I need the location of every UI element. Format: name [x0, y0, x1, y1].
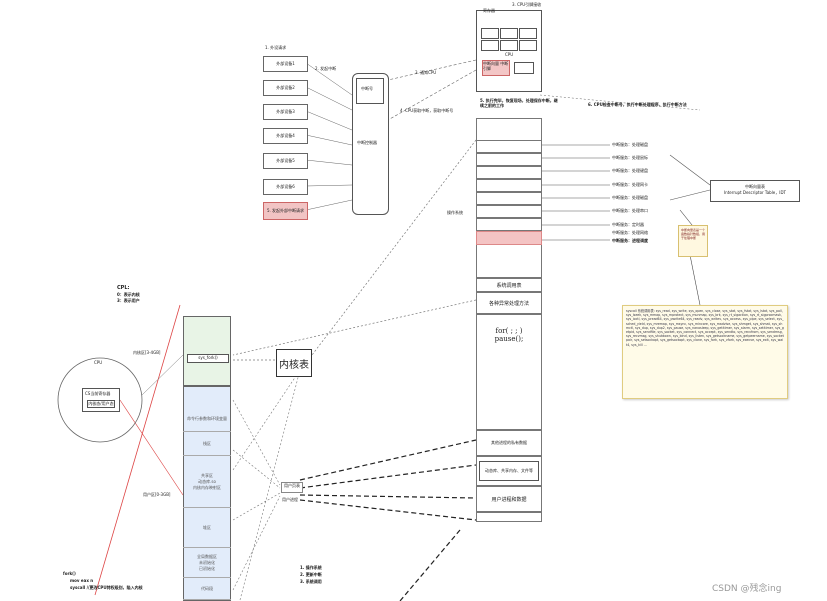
shared-label: 动态库、共享内存、文件等: [485, 468, 533, 473]
cpu-label: CPU: [505, 52, 514, 57]
step4-label: 4. CPU获取中断，获取中断号: [400, 108, 454, 113]
entry-6: 中断服务：处理串口: [612, 208, 648, 213]
entry-3: 中断服务：处理键盘: [612, 168, 648, 173]
os-row-6: [476, 205, 542, 218]
user-space: [183, 386, 231, 601]
step3-label: 3. 通知CPU: [415, 70, 437, 75]
entry-1: 中断服务：处理磁盘: [612, 142, 648, 147]
code-line-2: mov eax n: [70, 578, 94, 583]
device-5: 外部设备5: [263, 153, 308, 169]
kernel-table-box: 内核表: [276, 349, 312, 377]
kernel-data-label: 其他进程的私有数据: [491, 440, 527, 445]
cpu-box: [476, 10, 542, 92]
mem-global: 全局数据区 未初始化 已初始化: [183, 548, 231, 578]
os-row-1: [476, 140, 542, 153]
idt-title: 中断向量表: [745, 184, 765, 189]
cpu-pin: [514, 62, 534, 74]
os-row-8-red: [476, 231, 542, 245]
table-label: 操作系统: [447, 210, 463, 215]
user-table-box: 用户页表: [281, 482, 303, 493]
code-line-1: fork(): [63, 571, 76, 576]
idt-text: Interrupt Descriptor Table，IDT: [724, 190, 786, 195]
controller-top-label: 中断号: [361, 86, 373, 91]
syscall-table-label: 系统调用表: [496, 282, 522, 289]
circle-inner-1: CS当前寄存器: [85, 391, 111, 396]
bottom-step-c: 3. 系统调用: [300, 579, 322, 584]
register-5: [500, 40, 518, 51]
registers-label: 寄存器: [483, 8, 495, 13]
bottom-step-a: 1. 操作系统: [300, 565, 322, 570]
step6-note: 6. CPU检查中断号，执行中断处理程序，执行中断方法: [588, 102, 687, 107]
bottom-step-b: 2. 更新中断: [300, 572, 322, 577]
entry-7: 中断服务：定时器: [612, 222, 644, 227]
device-2: 外部设备2: [263, 80, 308, 96]
register-6: [519, 40, 537, 51]
entry-4: 中断服务：处理网卡: [612, 182, 648, 187]
mem-stack: 栈区: [183, 432, 231, 456]
mem-env: 命令行参数和环境变量: [183, 406, 231, 432]
interrupt-pin-label: 3. CPU引脚接收: [512, 2, 542, 7]
cpl-zero: 0：表示内核: [117, 292, 140, 297]
os-row-7: [476, 218, 542, 231]
register-1: [481, 28, 499, 39]
entry-5: 中断服务：处理磁盘: [612, 195, 648, 200]
controller-top-box: [356, 78, 384, 104]
entry-2: 中断服务：处理鼠标: [612, 155, 648, 160]
os-row-5: [476, 192, 542, 205]
user-data-label: 用户进程和数据: [491, 496, 527, 503]
os-row-4: [476, 179, 542, 192]
circle-inner-2: 内核态/用户态: [87, 400, 115, 408]
register-3: [519, 28, 537, 39]
kernel-data-seg: 其他进程的私有数据: [476, 430, 542, 456]
register-2: [500, 28, 518, 39]
cpl-three: 3：表示用户: [117, 298, 140, 303]
kernel-space-label: 内核区[3-4GB]: [133, 350, 161, 355]
kernel-space: [183, 316, 231, 386]
loop-seg: for( ; ; ) pause();: [476, 314, 542, 430]
sys-fork-box: sys_fork(): [187, 354, 229, 363]
sticky-note-text: 中断向量表是一个函数指针数组，用于处理中断: [681, 228, 706, 240]
entry-9: 中断服务：进程调度: [612, 238, 648, 243]
os-row-3: [476, 166, 542, 179]
exception-label: 各种异常处理方法: [488, 300, 529, 307]
register-4: [481, 40, 499, 51]
entry-8: 中断服务：处理网络: [612, 230, 648, 235]
step5-note: 5. 执行完毕，恢复现场，处理保存中断，继续之前的工作: [480, 98, 558, 108]
sticky-note: 中断向量表是一个函数指针数组，用于处理中断: [678, 225, 708, 257]
cpu-interrupt-vector: 中断向量 中断引脚: [482, 60, 510, 76]
mem-code: 代码段: [183, 578, 231, 600]
step2-label: 2. 发起中断: [315, 66, 337, 71]
code-note-text: syscall 系统调用表: sys_read, sys_write, sys_…: [626, 309, 784, 347]
os-bottom-seg: [476, 512, 542, 522]
user-proc-label: 用户进程: [282, 497, 298, 502]
watermark: CSDN @残念ing: [712, 584, 782, 594]
device-3: 外部设备3: [263, 104, 308, 120]
circle-cpu-label: CPU: [94, 360, 103, 365]
device-1: 外部设备1: [263, 56, 308, 72]
user-space-label: 用户区[0-3GB]: [143, 492, 171, 497]
code-note: syscall 系统调用表: sys_read, sys_write, sys_…: [622, 305, 788, 399]
red-device: 5. 发起外部中断请求: [263, 202, 308, 220]
idt-note: 中断向量表 Interrupt Descriptor Table，IDT: [710, 180, 800, 202]
device-6: 外部设备6: [263, 179, 308, 195]
step1-label: 1. 外设请求: [265, 45, 287, 50]
exception-seg: 各种异常处理方法: [476, 292, 542, 314]
mem-heap: 堆区: [183, 508, 231, 548]
shared-inner: [479, 461, 539, 481]
cpl-title: CPL:: [117, 285, 130, 291]
device-4: 外部设备4: [263, 128, 308, 144]
os-row-2: [476, 153, 542, 166]
loop-label: for( ; ; ) pause();: [494, 327, 524, 343]
user-data-seg: 用户进程和数据: [476, 486, 542, 512]
mem-shared: 共享区 动态库.so 内核内存映射区: [183, 456, 231, 508]
syscall-table-seg: 系统调用表: [476, 278, 542, 292]
code-line-3: syscall //更改CPU特权级别，陷入内核: [70, 585, 143, 590]
kernel-table-label: 内核表: [279, 359, 309, 371]
controller-label: 中断控制器: [357, 140, 377, 145]
